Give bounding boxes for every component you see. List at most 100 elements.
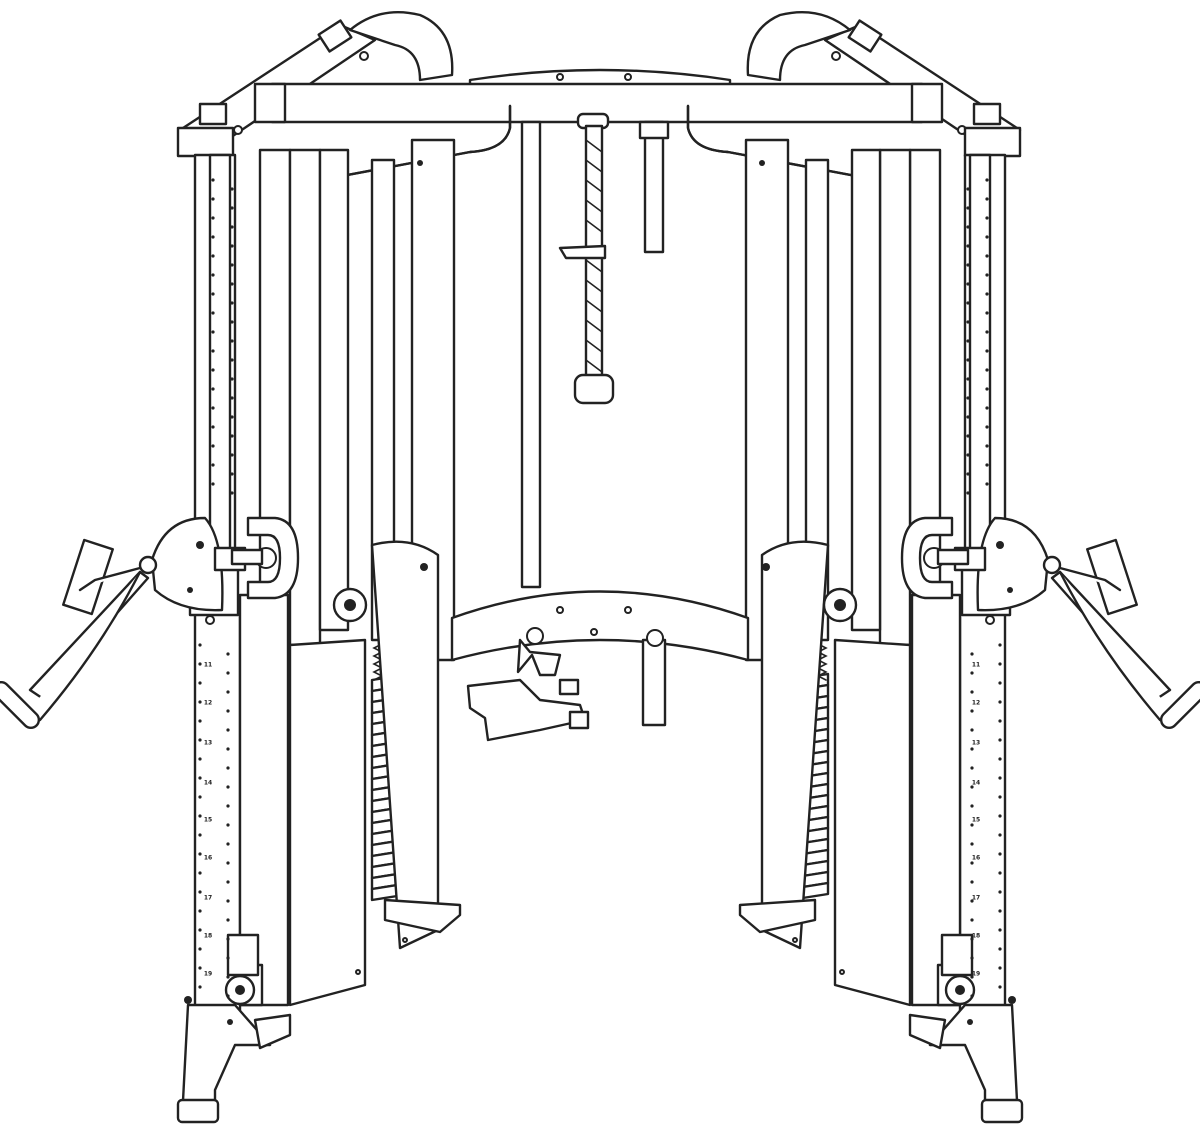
adjustment-hole <box>970 842 974 846</box>
adjustment-hole <box>966 206 970 210</box>
adjustment-hole <box>998 643 1002 647</box>
left-label-19: 19 <box>204 971 212 978</box>
adjustment-hole <box>226 956 230 960</box>
adjustment-hole <box>211 216 215 220</box>
adjustment-hole <box>985 406 989 410</box>
adjustment-hole <box>211 292 215 296</box>
left-position-labels: 11 12 13 14 15 16 17 18 19 <box>204 662 212 978</box>
adjustment-hole <box>966 415 970 419</box>
adjustment-hole <box>230 358 234 362</box>
adjustment-hole <box>211 178 215 182</box>
adjustment-hole <box>966 282 970 286</box>
right-pulley-carriage[interactable] <box>900 516 1050 625</box>
adjustment-hole <box>226 709 230 713</box>
adjustment-hole <box>985 425 989 429</box>
adjustment-hole <box>230 491 234 495</box>
left-foot <box>176 996 292 1124</box>
adjustment-hole <box>230 282 234 286</box>
right-label-12: 12 <box>972 700 980 707</box>
right-label-16: 16 <box>972 855 980 862</box>
left-label-12: 12 <box>204 700 212 707</box>
adjustment-hole <box>198 776 202 780</box>
adjustment-hole <box>970 747 974 751</box>
adjustment-hole <box>970 690 974 694</box>
right-label-14: 14 <box>972 780 980 787</box>
adjustment-hole <box>985 463 989 467</box>
adjustment-hole <box>230 320 234 324</box>
right-position-labels: 11 12 13 14 15 16 17 18 19 <box>972 662 980 978</box>
adjustment-hole <box>998 985 1002 989</box>
adjustment-hole <box>966 339 970 343</box>
left-d-handle[interactable] <box>0 538 158 731</box>
adjustment-hole <box>998 795 1002 799</box>
left-column-holes <box>198 178 234 998</box>
adjustment-hole <box>226 823 230 827</box>
ankle-strap <box>466 627 590 742</box>
adjustment-hole <box>230 225 234 229</box>
lower-arch <box>450 590 750 727</box>
adjustment-hole <box>230 472 234 476</box>
adjustment-hole <box>970 899 974 903</box>
adjustment-hole <box>970 785 974 789</box>
adjustment-hole <box>230 453 234 457</box>
right-d-handle[interactable] <box>1042 538 1200 731</box>
adjustment-hole <box>198 795 202 799</box>
right-foot <box>908 996 1024 1124</box>
adjustment-hole <box>226 690 230 694</box>
adjustment-hole <box>226 861 230 865</box>
left-label-15: 15 <box>204 817 212 824</box>
adjustment-hole <box>226 880 230 884</box>
adjustment-hole <box>198 738 202 742</box>
adjustment-hole <box>226 652 230 656</box>
adjustment-hole <box>230 187 234 191</box>
adjustment-hole <box>998 852 1002 856</box>
adjustment-hole <box>966 491 970 495</box>
adjustment-hole <box>230 377 234 381</box>
adjustment-hole <box>966 453 970 457</box>
adjustment-hole <box>211 444 215 448</box>
central-posts <box>520 120 670 589</box>
left-label-13: 13 <box>204 740 212 747</box>
adjustment-hole <box>998 814 1002 818</box>
adjustment-hole <box>198 947 202 951</box>
adjustment-hole <box>198 681 202 685</box>
adjustment-hole <box>970 994 974 998</box>
right-label-11: 11 <box>972 662 980 669</box>
adjustment-hole <box>998 700 1002 704</box>
frame-pulleys <box>332 160 858 623</box>
adjustment-hole <box>211 197 215 201</box>
adjustment-hole <box>998 871 1002 875</box>
adjustment-hole <box>226 918 230 922</box>
tricep-rope <box>558 112 615 405</box>
left-label-16: 16 <box>204 855 212 862</box>
adjustment-hole <box>226 671 230 675</box>
shroud-feet <box>383 898 817 934</box>
right-column-holes <box>966 178 1002 998</box>
adjustment-hole <box>198 643 202 647</box>
adjustment-hole <box>198 890 202 894</box>
adjustment-hole <box>985 330 989 334</box>
adjustment-hole <box>966 225 970 229</box>
adjustment-hole <box>226 842 230 846</box>
adjustment-hole <box>985 216 989 220</box>
adjustment-hole <box>966 301 970 305</box>
adjustment-hole <box>211 235 215 239</box>
left-label-14: 14 <box>204 780 212 787</box>
adjustment-hole <box>970 975 974 979</box>
adjustment-hole <box>985 368 989 372</box>
adjustment-hole <box>230 244 234 248</box>
left-label-11: 11 <box>204 662 212 669</box>
adjustment-hole <box>198 928 202 932</box>
adjustment-hole <box>211 387 215 391</box>
adjustment-hole <box>966 358 970 362</box>
adjustment-hole <box>970 937 974 941</box>
left-pulley-carriage[interactable] <box>150 516 300 625</box>
adjustment-hole <box>198 909 202 913</box>
adjustment-hole <box>966 187 970 191</box>
adjustment-hole <box>198 871 202 875</box>
adjustment-hole <box>970 671 974 675</box>
adjustment-hole <box>230 206 234 210</box>
adjustment-hole <box>970 861 974 865</box>
adjustment-hole <box>211 311 215 315</box>
